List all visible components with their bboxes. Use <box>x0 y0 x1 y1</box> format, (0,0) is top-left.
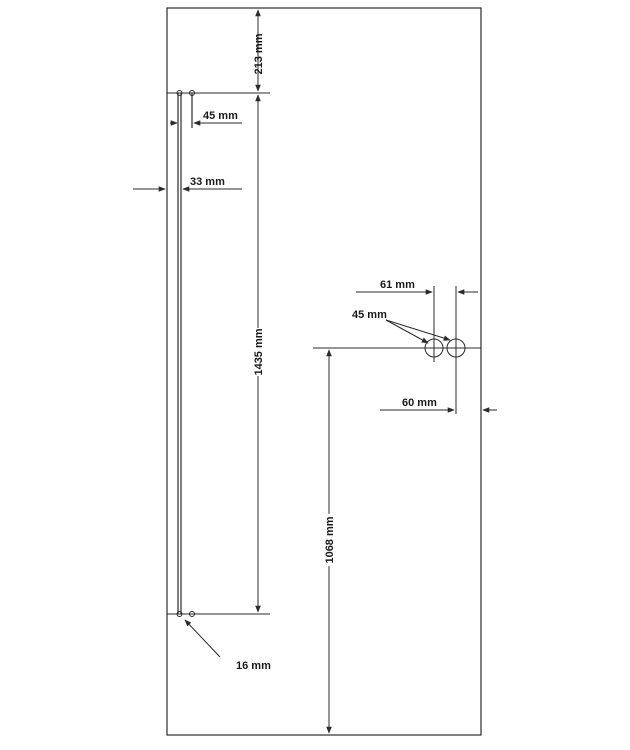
dim-handle-hole-leader-2 <box>385 319 451 341</box>
dim-handle-hole-leader-1 <box>385 319 429 344</box>
door-outline <box>166 7 482 736</box>
dim-handle-spacing-bottom-label: 60 mm <box>402 397 437 409</box>
dim-top-offset-label: 213 mm <box>253 33 265 74</box>
dim-bolt-spacing-label: 45 mm <box>203 110 238 122</box>
bolt-rail <box>177 93 193 614</box>
dim-edge-offset-label: 33 mm <box>190 176 225 188</box>
dim-handle-hole-label: 45 mm <box>352 309 387 321</box>
dim-bolt-length-label: 1435 mm <box>253 328 265 375</box>
dim-bottom-hole-leader <box>184 619 221 658</box>
dim-handle-spacing-top-label: 61 mm <box>380 279 415 291</box>
dim-handle-height-label: 1068 mm <box>324 516 336 563</box>
dim-bottom-hole-label: 16 mm <box>236 660 271 672</box>
